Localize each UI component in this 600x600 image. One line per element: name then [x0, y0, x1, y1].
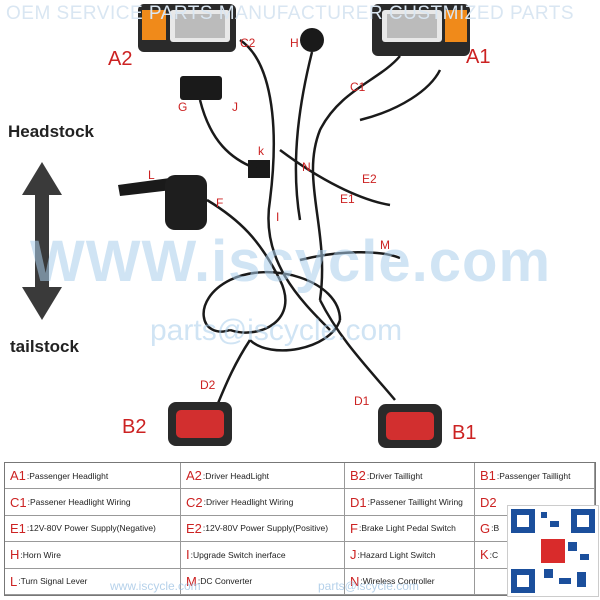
- label-k: k: [258, 144, 264, 158]
- label-c2: C2: [240, 36, 256, 50]
- legend-cell: M:DC Converter: [181, 568, 345, 595]
- legend-cell: J:Hazard Light Switch: [345, 542, 475, 569]
- label-h: H: [290, 36, 299, 50]
- label-f: F: [216, 196, 224, 210]
- legend-cell: H:Horn Wire: [5, 542, 181, 569]
- legend-cell: L:Turn Signal Lever: [5, 568, 181, 595]
- label-n: N: [302, 160, 311, 174]
- tailstock-label: tailstock: [10, 337, 79, 356]
- email-watermark: parts@iscycle.com: [150, 314, 403, 347]
- g-box-part: [180, 76, 222, 100]
- legend-cell: A2:Driver HeadLight: [181, 463, 345, 490]
- headstock-label: Headstock: [8, 122, 94, 141]
- label-e1: E1: [340, 192, 355, 206]
- wiring-harness-photo: [22, 4, 470, 448]
- qr-code: [507, 505, 599, 597]
- legend-cell: E1:12V-80V Power Supply(Negative): [5, 515, 181, 543]
- legend-cell: E2:12V-80V Power Supply(Positive): [181, 515, 345, 543]
- direction-arrow: [22, 162, 62, 320]
- legend-cell: D1:Passener Taillight Wiring: [345, 489, 475, 516]
- label-m: M: [380, 238, 390, 252]
- legend-cell: C2:Driver Headlight Wiring: [181, 489, 345, 516]
- legend-cell: B2:Driver Taillight: [345, 463, 475, 490]
- legend-cell: C1:Passener Headlight Wiring: [5, 489, 181, 516]
- parts-legend-table: A1:Passenger Headlight A2:Driver HeadLig…: [4, 462, 596, 596]
- label-c1: C1: [350, 80, 366, 94]
- driver-taillight: [168, 402, 232, 446]
- label-d2: D2: [200, 378, 216, 392]
- driver-headlight: [138, 4, 236, 52]
- legend-cell: B1:Passenger Taillight: [475, 463, 595, 490]
- site-watermark: WWW.iscycle.com: [30, 229, 552, 294]
- legend-cell: A1:Passenger Headlight: [5, 463, 181, 490]
- label-b1: B1: [452, 422, 477, 444]
- horn-part: [300, 28, 324, 52]
- label-i: I: [276, 210, 280, 224]
- footer-email-watermark: parts@iscycle.com: [318, 579, 419, 593]
- turn-signal-lever-part: [118, 175, 207, 230]
- passenger-headlight: [372, 4, 470, 56]
- label-g: G: [178, 100, 188, 114]
- label-j: J: [232, 100, 238, 114]
- label-l: L: [148, 168, 155, 182]
- label-a1: A1: [466, 46, 491, 68]
- label-d1: D1: [354, 394, 370, 408]
- wire-bundle: [198, 38, 442, 411]
- label-b2: B2: [122, 416, 147, 438]
- legend-cell: I:Upgrade Switch inerface: [181, 542, 345, 569]
- footer-url-watermark: www.iscycle.com: [110, 579, 201, 593]
- legend-cell: F:Brake Light Pedal Switch: [345, 515, 475, 543]
- top-watermark: OEM SERVICE PARTS MANUFACTURER CUSTMIZED…: [6, 3, 575, 24]
- label-a2: A2: [108, 48, 133, 70]
- label-e2: E2: [362, 172, 377, 186]
- passenger-taillight: [378, 404, 442, 448]
- legend-cell: N:Wireless Controller: [345, 568, 475, 595]
